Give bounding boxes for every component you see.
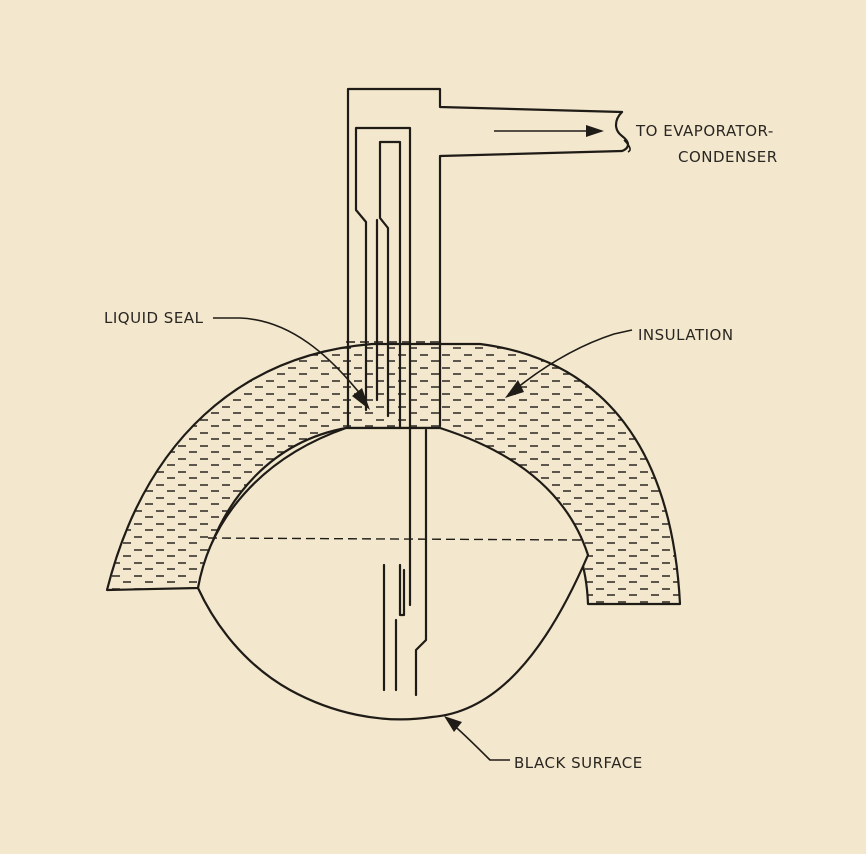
black-surface-leader bbox=[449, 721, 510, 761]
down-tube-return bbox=[382, 563, 398, 692]
insulation-shell bbox=[105, 342, 682, 606]
liquid-seal-leader bbox=[213, 317, 366, 401]
liquid-seal-leader-arrow bbox=[352, 388, 370, 410]
insulation-leader-arrow bbox=[505, 380, 524, 398]
outlet-pipe-end bbox=[614, 110, 630, 153]
inner-seal-tube-outer bbox=[354, 126, 412, 432]
absorber-dashed-midline bbox=[207, 537, 583, 541]
label-liquid-seal: LIQUID SEAL bbox=[104, 309, 204, 327]
flow-arrow-head bbox=[586, 125, 604, 137]
label-to-evaporator-line2: CONDENSER bbox=[678, 148, 778, 166]
down-tube-inner bbox=[398, 563, 406, 617]
label-black-surface: BLACK SURFACE bbox=[514, 754, 643, 772]
black-surface-absorber bbox=[196, 426, 590, 721]
insulation-leader bbox=[511, 329, 633, 393]
outlet-drip bbox=[623, 139, 631, 153]
label-to-evaporator-line1: TO EVAPORATOR- bbox=[635, 122, 774, 140]
black-surface-leader-arrow bbox=[444, 716, 462, 732]
down-tube-right bbox=[414, 428, 428, 697]
inner-seal-tube-inner bbox=[378, 140, 402, 430]
label-insulation: INSULATION bbox=[638, 326, 734, 344]
outer-riser-pipe bbox=[346, 87, 624, 428]
